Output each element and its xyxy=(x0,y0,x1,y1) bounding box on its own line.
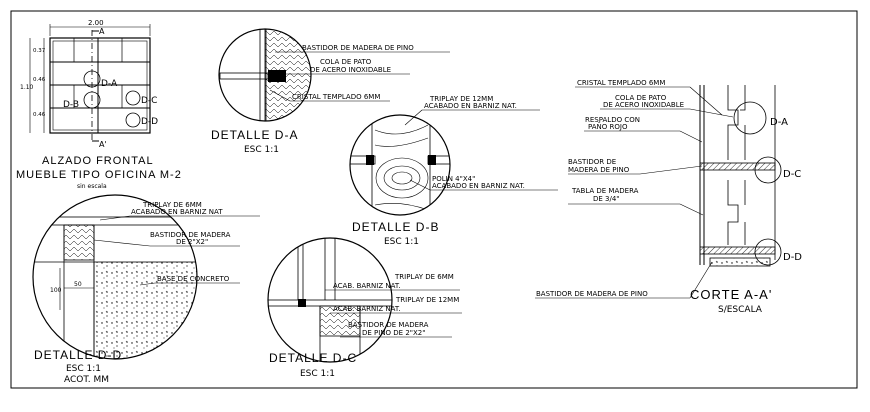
alzado-subtitle: MUEBLE TIPO OFICINA M-2 xyxy=(16,169,182,181)
section-label-a-prime: A' xyxy=(99,140,107,149)
corte-callout-dc: D-C xyxy=(783,169,801,180)
detalle-dc: TRIPLAY DE 6MM ACAB. BARNIZ NAT. TRIPLAY… xyxy=(267,237,462,379)
dd-title: DETALLE D-D xyxy=(34,348,122,362)
dd-triplay1: TRIPLAY DE 6MM xyxy=(142,201,202,209)
corte-bastidor1: BASTIDOR DE xyxy=(568,158,616,166)
da-title: DETALLE D-A xyxy=(211,128,298,142)
dc-triplay12-2: ACAB. BARNIZ NAT. xyxy=(333,305,401,313)
dim-height: 1.10 xyxy=(20,84,34,91)
detail-circle-da xyxy=(218,28,312,122)
dim-width: 2.00 xyxy=(88,19,104,27)
corte-aa: D-A D-C D-D CRISTAL TEMPLADO 6MM COLA DE… xyxy=(535,79,802,315)
alzado-scale: sin escala xyxy=(77,183,107,190)
dd-bastidor2: DE 2"X2" xyxy=(176,238,208,246)
corte-cola2: DE ACERO INOXIDABLE xyxy=(603,101,684,109)
da-bastidor: BASTIDOR DE MADERA DE PINO xyxy=(302,44,414,52)
dim-37: 0.37 xyxy=(33,48,46,54)
corte-respaldo2: PAÑO ROJO xyxy=(588,122,628,131)
db-triplay1: TRIPLAY DE 12MM xyxy=(429,95,493,103)
db-scale: ESC 1:1 xyxy=(384,237,419,247)
detail-circle-dc xyxy=(267,237,393,363)
da-cola1: COLA DE PATO xyxy=(320,58,372,66)
dd-triplay2: ACABADO EN BARNIZ NAT xyxy=(131,208,223,216)
db-triplay2: ACABADO EN BARNIZ NAT. xyxy=(424,102,517,110)
detalle-da: BASTIDOR DE MADERA DE PINO COLA DE PATO … xyxy=(211,28,450,155)
dc-triplay6-2: ACAB. BARNIZ NAT. xyxy=(333,282,401,290)
corte-title: CORTE A-A' xyxy=(690,287,772,302)
corte-bastidor2: MADERA DE PINO xyxy=(568,166,630,174)
dd-dim100: 100 xyxy=(50,287,62,294)
dd-scale: ESC 1:1 xyxy=(66,364,101,374)
corte-cola1: COLA DE PATO xyxy=(615,94,667,102)
db-polin2: ACABADO EN BARNIZ NAT. xyxy=(432,182,525,190)
dd-dim50: 50 xyxy=(74,281,82,288)
dim-46b: 0.46 xyxy=(33,112,46,118)
dim-46a: 0.46 xyxy=(33,77,46,83)
da-cola2: DE ACERO INOXIDABLE xyxy=(310,66,391,74)
callout-da: D-A xyxy=(101,79,118,89)
dd-acot: ACOT. MM xyxy=(64,375,109,385)
detail-circle-dd xyxy=(32,194,198,360)
dd-bastidor1: BASTIDOR DE MADERA xyxy=(150,231,231,239)
detalle-dd: 100 50 TRIPLAY DE 6MM ACABADO EN BARNIZ … xyxy=(32,194,260,385)
section-label-a: A xyxy=(99,27,105,36)
alzado-frontal: A A' 2.00 1.10 0.37 0.46 0.46 D-A D-B D-… xyxy=(16,19,182,190)
corte-tabla2: DE 3/4" xyxy=(593,195,620,203)
detail-circle-db xyxy=(349,114,451,216)
db-polin1: POLIN 4"X4" xyxy=(432,175,475,183)
corte-bastidor-pino: BASTIDOR DE MADERA DE PINO xyxy=(536,290,648,298)
detalle-db: TRIPLAY DE 12MM ACABADO EN BARNIZ NAT. P… xyxy=(349,95,558,247)
dc-bastidor2: DE PINO DE 2"X2" xyxy=(362,329,425,337)
dc-bastidor1: BASTIDOR DE MADERA xyxy=(348,321,429,329)
dc-triplay12-1: TRIPLAY DE 12MM xyxy=(395,296,459,304)
callout-dd: D-D xyxy=(141,117,158,127)
dc-title: DETALLE D-C xyxy=(269,351,357,365)
corte-cristal: CRISTAL TEMPLADO 6MM xyxy=(577,79,665,87)
corte-callout-da: D-A xyxy=(770,117,788,128)
da-cristal: CRISTAL TEMPLADO 6MM xyxy=(292,93,380,101)
dd-base: BASE DE CONCRETO xyxy=(157,275,230,283)
corte-callout-dd: D-D xyxy=(783,252,802,263)
callout-dc: D-C xyxy=(141,96,157,106)
db-title: DETALLE D-B xyxy=(352,220,439,234)
da-scale: ESC 1:1 xyxy=(244,145,279,155)
dc-triplay6-1: TRIPLAY DE 6MM xyxy=(394,273,454,281)
sheet-border xyxy=(10,10,858,389)
alzado-title: ALZADO FRONTAL xyxy=(42,155,154,167)
dc-scale: ESC 1:1 xyxy=(300,369,335,379)
corte-tabla1: TABLA DE MADERA xyxy=(571,187,639,195)
corte-scale: S/ESCALA xyxy=(718,305,763,315)
callout-db: D-B xyxy=(63,100,79,110)
corte-respaldo1: RESPALDO CON xyxy=(585,116,640,124)
